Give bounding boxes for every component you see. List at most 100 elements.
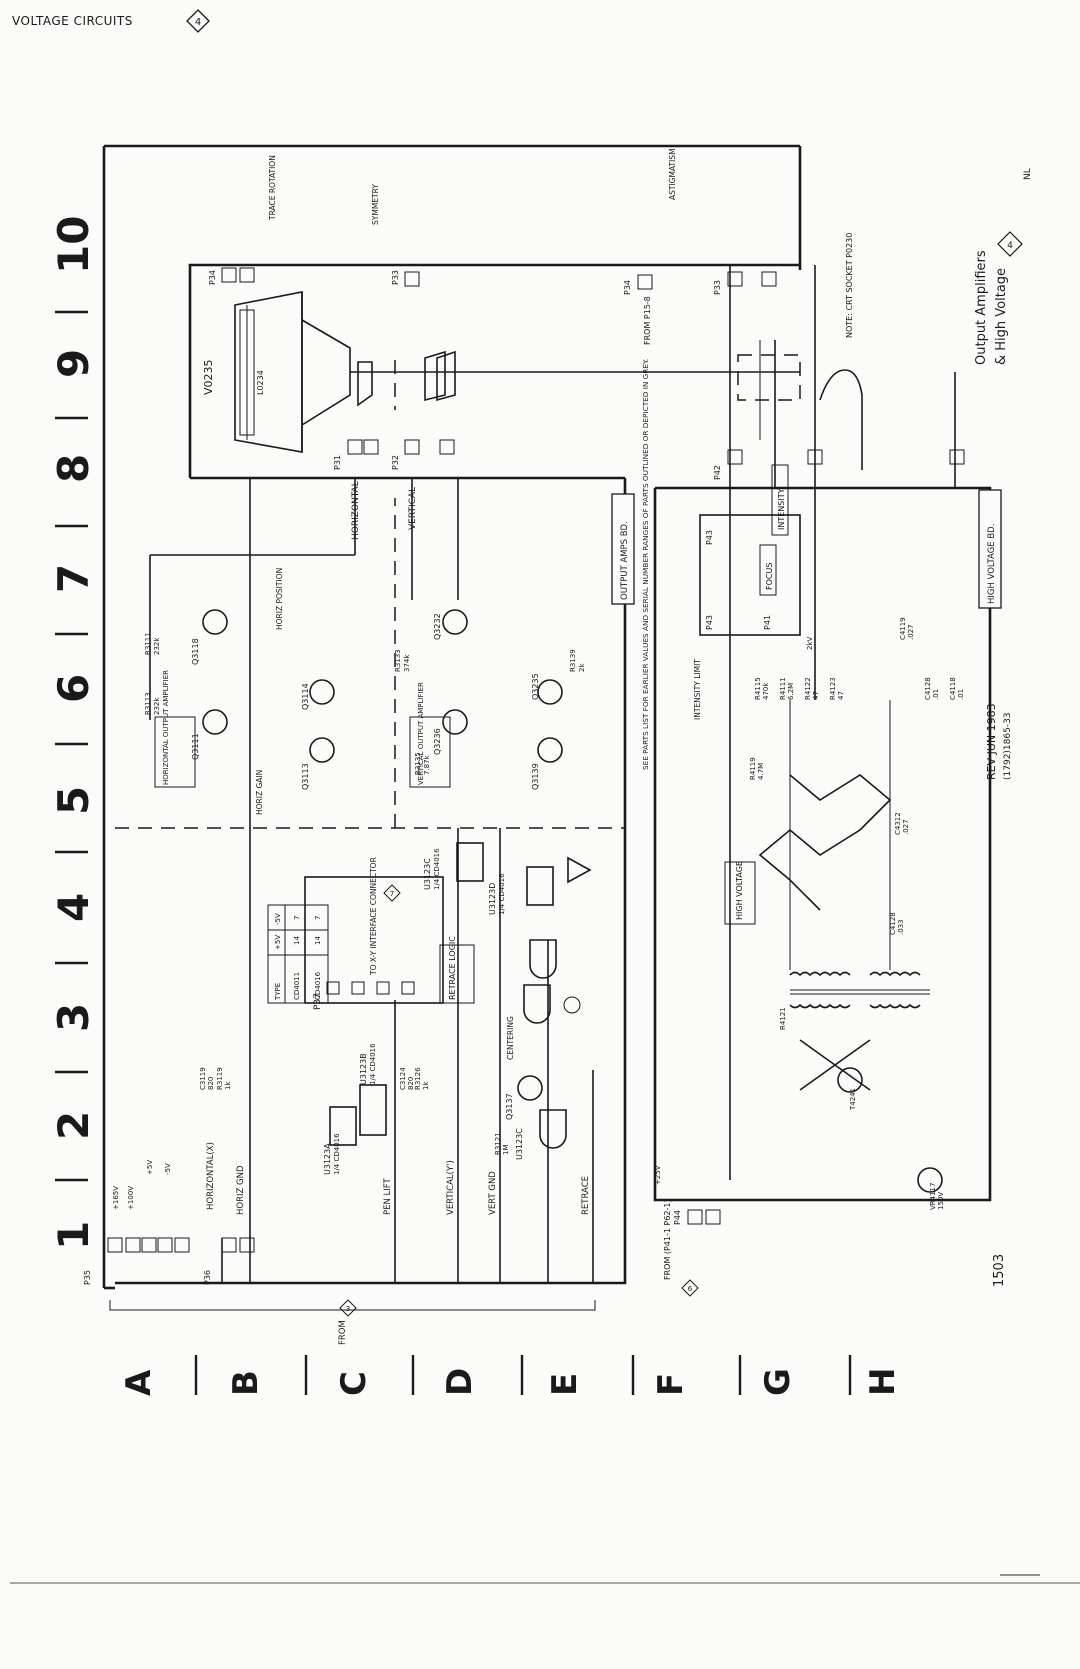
plus5-header: +5V [274,935,282,950]
p33b-label: P33 [713,280,722,295]
from-ref: 3 [346,1305,350,1313]
type-row2-plus: 14 [314,936,322,945]
retrace-logic-block: RETRACE LOGIC [439,936,475,1004]
u3123a-val: 1/4 CD4016 [333,1133,341,1175]
intensity-label: INTENSITY [777,488,786,530]
vr4117-val: 4.7M [757,763,765,780]
c4128b-val: .033 [897,919,905,935]
u3123a-ref: U3123A [323,1143,332,1175]
signal-wires [149,265,956,1283]
centering-label: CENTERING [506,1016,515,1060]
p37-label: P37 [313,993,323,1010]
c3124-val: 820 [407,1077,415,1090]
t4241-ref: R4121 [779,1007,787,1030]
q3137-label: Q3137 [505,1093,514,1120]
component-labels: Q3111 Q3118 Q3113 Q3114 Q3232 Q3236 Q323… [144,613,965,1210]
q3111-label: Q3111 [191,733,200,760]
focus-intensity-block: FOCUS INTENSITY [759,464,789,596]
deflection-plates [357,350,456,410]
from-p41-label: FROM (P41-1 P62-1) [663,1199,672,1280]
r3133-ref: R3133 [394,649,402,672]
r4115-ref: R4122 [804,677,812,700]
logic-gates [329,842,592,1149]
q4145-val: 150V [937,1192,945,1210]
page-code: 1503 [992,1254,1007,1287]
vert-amp-label: VERTICAL OUTPUT AMPLIFIER [417,682,425,785]
supply-minus5v: -5V [164,1163,172,1175]
title-diagram-number: 4 [1007,241,1013,251]
p34-label: P34 [208,270,217,285]
grid-row-G: G [758,1368,798,1396]
r3111-ref: R3111 [144,632,152,655]
parts-note-line: SEE PARTS LIST FOR EARLIER VALUES AND SE… [641,359,650,770]
c3119-ref: C3119 [199,1067,207,1090]
r3139-ref: R3139 [569,649,577,672]
r4119-ref: R4111 [779,677,787,700]
c3119-val: 820 [207,1077,215,1090]
r3121-val: 1M [502,1145,510,1156]
p31-label: P31 [333,455,342,470]
supply-2kv: 2kV [806,636,814,650]
u3123b-val: 1/4 CD4016 [369,1043,377,1085]
grid-col-9: 9 [49,349,98,378]
r3113-val: 232k [153,697,161,715]
horiz-gnd-label: HORIZ GND [236,1165,246,1215]
r4121-ref: R4115 [754,677,762,700]
q3118-label: Q3118 [191,638,200,665]
c4312-val: .027 [902,819,910,835]
diamond-outline [186,9,210,33]
r4121-val: 470k [762,682,770,700]
supply-labels: +165V +100V +5V -5V +25V 2kV [112,636,814,1210]
connector-p42: P42 [713,449,965,480]
vertical-signal-label: VERTICAL [408,487,418,530]
grid-col-5: 5 [49,786,98,815]
from-label: FROM [338,1320,348,1345]
connector-p34: P34 P34 [208,267,653,295]
yoke-ref: L0234 [256,370,265,395]
type-row1-plus: 14 [293,936,301,945]
output-amps-board-label: OUTPUT AMPS BD. [620,521,630,600]
r3126-val: 1k [422,1081,430,1090]
supply-5v: +5V [146,1160,154,1175]
r3119-ref: R3119 [216,1067,224,1090]
transistors [202,609,943,1193]
title-line-1: Output Amplifiers [974,250,989,365]
title-block: Output Amplifiers & High Voltage 4 REV J… [974,168,1033,1287]
type-row2-minus: 7 [314,916,322,920]
vertical-y-label: VERTICAL(Y') [446,1160,456,1215]
r4111-ref: R4123 [829,677,837,700]
r4123-ref: C4118 [949,677,957,700]
c4128-ref: C4119 [899,617,907,640]
minus5-header: -5V [274,913,282,925]
r3111-val: 232k [153,637,161,655]
c3124-ref: C3124 [399,1067,407,1090]
connector-p33: P33 P33 [391,270,777,295]
horiz-gain-label: HORIZ GAIN [255,770,264,815]
interface-label: TO X-Y INTERFACE CONNECTOR [369,857,378,976]
p43b-label: P43 [705,615,714,630]
r3135-val: 7.87k [423,754,431,775]
interface-block: TO X-Y INTERFACE CONNECTOR 7 [369,857,401,976]
r3121-ref: R3121 [494,1132,502,1155]
c4128b-ref: C4128 [889,912,897,935]
q3232-label: Q3232 [433,613,442,640]
r4122-ref: C4128 [924,677,932,700]
p33-label: P33 [391,270,400,285]
diagram-number: 4 [195,17,201,28]
from-bracket: FROM 3 [109,1299,596,1345]
crt-socket-note: NOTE: CRT SOCKET P0230 [845,233,854,338]
astigmatism-label: ASTIGMATISM [668,148,677,200]
initials: NL [1023,168,1033,180]
grid-col-7: 7 [49,564,98,593]
type-row2-type: CD4016 [314,971,322,1000]
supply-100v: +100V [127,1186,135,1210]
grid-row-D: D [440,1368,480,1396]
vr4117-ref: R4119 [749,757,757,780]
high-voltage-label: HIGH VOLTAGE [735,861,744,920]
connector-p36: P36 [203,1237,255,1285]
vert-gnd-label: VERT GND [488,1171,498,1215]
r3113-ref: R3113 [144,692,152,715]
rev-label: REV JUN 1983 [985,703,998,780]
grid-col-10: 10 [49,216,98,274]
